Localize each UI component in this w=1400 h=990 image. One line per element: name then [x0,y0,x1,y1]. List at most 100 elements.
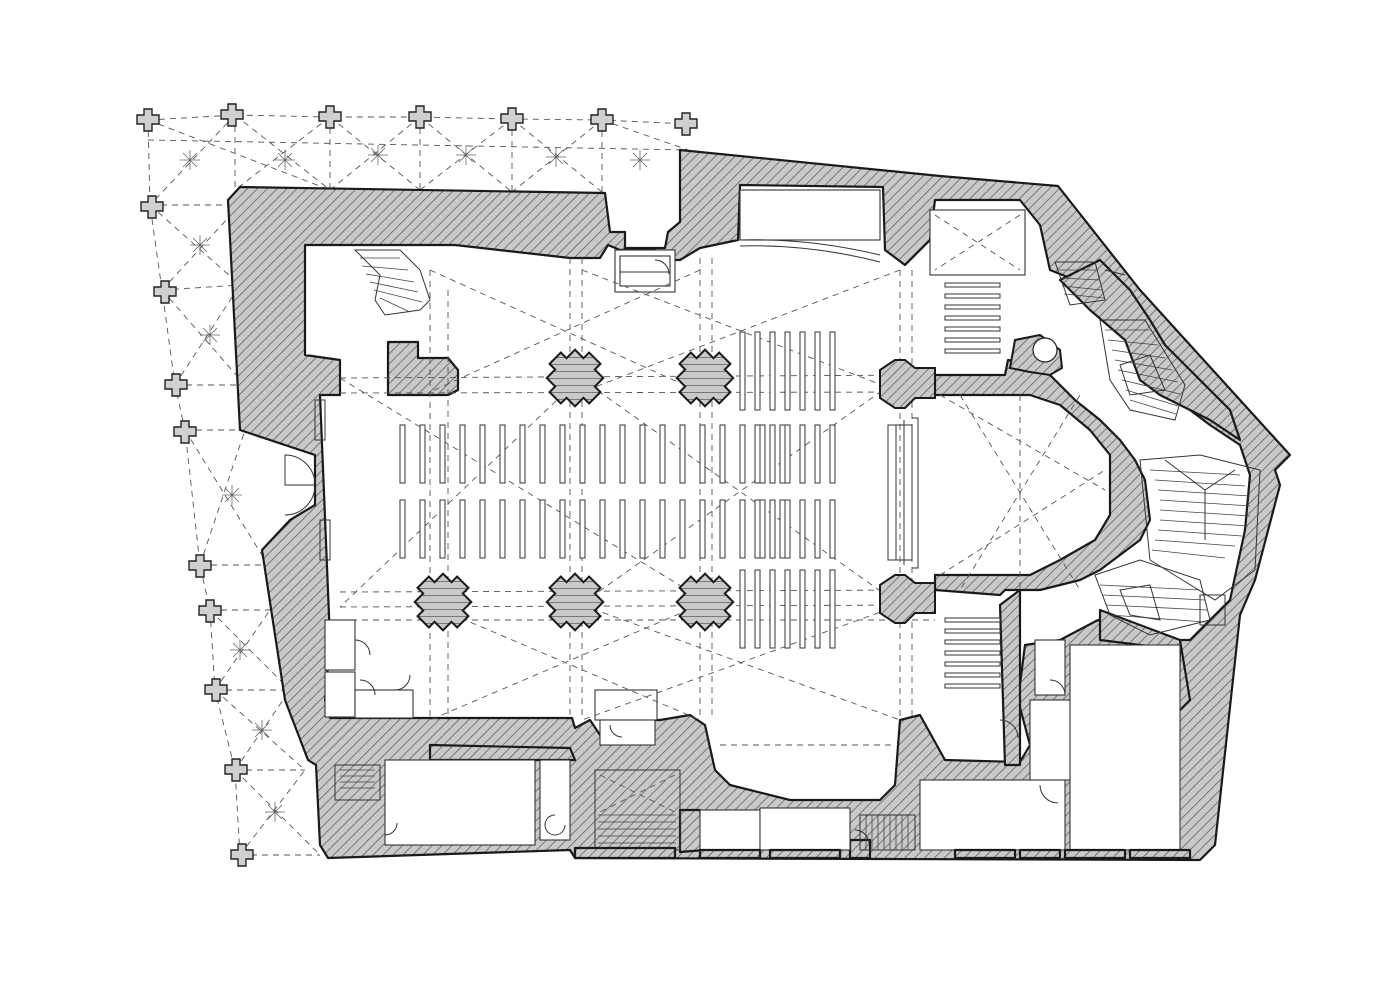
side-bench [944,661,1001,667]
pew [799,331,806,411]
pew [619,499,626,559]
south-facade-blocks [573,846,1192,860]
apse-fan-seating [1094,319,1261,636]
exterior-column [224,758,248,782]
pew [719,424,726,484]
side-bench [944,282,1001,288]
pew [599,499,606,559]
exterior-column [500,107,524,131]
side-bench [944,683,1001,689]
vault-markers [180,145,650,822]
pew [499,499,506,559]
pew [659,424,666,484]
interior-piers [402,333,1064,643]
pew [599,424,606,484]
pew [769,424,776,484]
pew [559,499,566,559]
south-entrance [594,689,658,746]
pew [459,499,466,559]
spiral-stair [1032,337,1058,363]
exterior-column [173,420,197,444]
pier [402,561,484,643]
pew [769,331,776,411]
exterior-column [674,112,698,136]
pew [519,424,526,484]
pew [829,424,836,484]
side-bench [944,617,1001,623]
pew [799,424,806,484]
pew [759,424,766,484]
apse-wall [933,358,1152,597]
pew [814,424,821,484]
pew [499,424,506,484]
side-bench [944,304,1001,310]
pew [779,424,786,484]
exterior-column [188,554,212,578]
exterior-column [140,195,164,219]
pew [754,424,761,484]
pew [814,569,821,649]
pew [754,499,761,559]
staircases [334,249,1106,851]
pew [769,499,776,559]
pew [814,331,821,411]
pew [799,499,806,559]
pew [539,499,546,559]
pew [754,569,761,649]
pew [519,499,526,559]
pew [679,424,686,484]
pew [399,424,406,484]
pew [769,569,776,649]
pew [784,499,791,559]
inner-walls [386,258,1242,860]
exterior-column [198,599,222,623]
pew [579,424,586,484]
pew [639,499,646,559]
side-bench [944,326,1001,332]
north-entrance [614,249,676,293]
pew [829,569,836,649]
pier [879,359,936,409]
side-bench [944,672,1001,678]
side-chapel-benches [944,282,1001,689]
side-bench [944,348,1001,354]
pew [399,499,406,559]
pew [829,499,836,559]
pew [784,331,791,411]
exterior-column [318,105,342,129]
pew [479,424,486,484]
exterior-column [408,105,432,129]
exterior-column [164,373,188,397]
pier [534,561,616,643]
pew [739,331,746,411]
pew [799,569,806,649]
vault-grid [339,258,1106,746]
exterior-column [136,108,160,132]
pier [879,574,936,624]
exterior-column [220,103,244,127]
pew [814,499,821,559]
pew [479,499,486,559]
pew [659,499,666,559]
pier [664,561,746,643]
exterior-column [153,280,177,304]
pew [419,499,426,559]
pew [639,424,646,484]
side-bench [944,639,1001,645]
chancel-steps [887,417,919,569]
pew [559,424,566,484]
pew [619,424,626,484]
pew [779,499,786,559]
side-bench [944,650,1001,656]
pew [759,499,766,559]
pew [784,569,791,649]
pulpit-block [386,340,460,397]
pew [829,331,836,411]
doors [284,259,1226,845]
pews [399,331,836,649]
pew [459,424,466,484]
pew [699,499,706,559]
side-bench [944,628,1001,634]
exterior-column [590,108,614,132]
